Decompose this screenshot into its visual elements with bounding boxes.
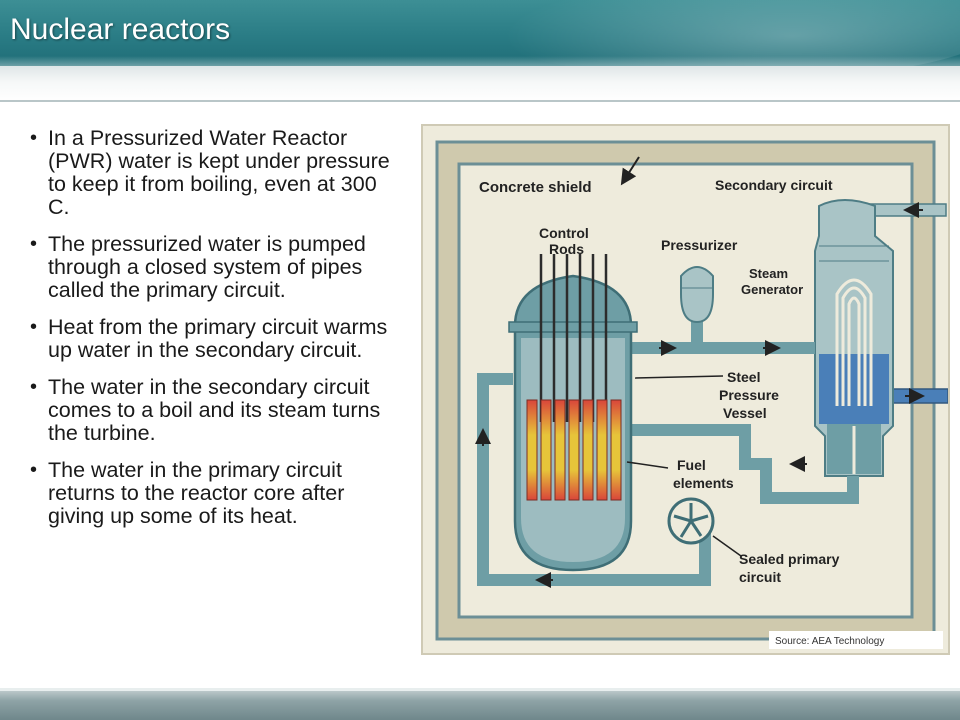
- pwr-diagram-svg: Concrete shield Secondary circuit Contro…: [435, 140, 948, 649]
- coolant-pump: [667, 497, 715, 545]
- source-credit-text: Source: AEA Technology: [775, 636, 884, 647]
- label-concrete-shield: Concrete shield: [479, 179, 592, 196]
- label-fuel-elements-line2: elements: [673, 475, 734, 491]
- source-credit: Source: AEA Technology: [769, 631, 943, 649]
- label-steam-generator-line1: Steam: [749, 266, 788, 281]
- label-pressure-vessel-line3: Vessel: [723, 405, 767, 421]
- pwr-diagram: Concrete shield Secondary circuit Contro…: [421, 124, 950, 655]
- label-pressure-vessel-line1: Steel: [727, 369, 760, 385]
- footer-bar: [0, 688, 960, 720]
- bullet-item: The water in the secondary circuit comes…: [28, 376, 398, 445]
- bullet-list: In a Pressurized Water Reactor (PWR) wat…: [28, 127, 398, 542]
- control-rods: [539, 254, 608, 422]
- bullet-item: The water in the primary circuit returns…: [28, 459, 398, 528]
- label-pressure-vessel-line2: Pressure: [719, 387, 779, 403]
- diagram-labels: Concrete shield Secondary circuit Contro…: [479, 177, 840, 585]
- pressurizer: [680, 266, 714, 324]
- label-leaders: [626, 375, 742, 557]
- steam-generator: [814, 199, 894, 477]
- title-underline: [0, 66, 960, 102]
- bullet-item: In a Pressurized Water Reactor (PWR) wat…: [28, 127, 398, 219]
- label-sealed-primary-line2: circuit: [739, 569, 781, 585]
- label-sealed-primary-line1: Sealed primary: [739, 551, 840, 567]
- label-fuel-elements-line1: Fuel: [677, 457, 706, 473]
- flow-arrows: [475, 156, 925, 588]
- label-control-rods-line2: Rods: [549, 241, 584, 257]
- label-control-rods-line1: Control: [539, 225, 589, 241]
- slide-title: Nuclear reactors: [10, 13, 231, 46]
- label-steam-generator-line2: Generator: [741, 282, 803, 297]
- title-swoosh: [480, 0, 960, 66]
- bullet-item: The pressurized water is pumped through …: [28, 233, 398, 302]
- title-bar: Nuclear reactors: [0, 0, 960, 66]
- label-pressurizer: Pressurizer: [661, 237, 738, 253]
- fuel-elements: [526, 399, 622, 501]
- bullet-item: Heat from the primary circuit warms up w…: [28, 316, 398, 362]
- label-secondary-circuit: Secondary circuit: [715, 177, 833, 193]
